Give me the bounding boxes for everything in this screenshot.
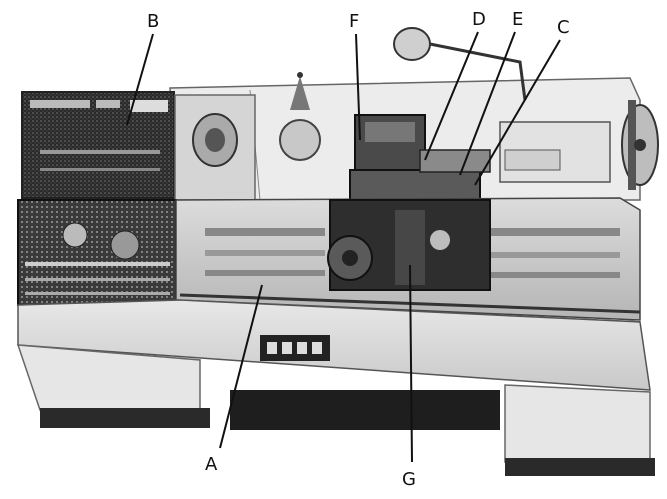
quick-change-gearbox	[17, 199, 177, 306]
leader-lines	[126, 31, 561, 463]
callout-B: B	[147, 11, 159, 32]
callout-G: G	[402, 469, 416, 490]
work-lamp	[393, 27, 527, 101]
leader-A	[219, 284, 263, 449]
leader-B	[126, 33, 154, 126]
leader-D	[424, 31, 479, 161]
leader-G	[409, 264, 413, 463]
callout-F: F	[349, 11, 359, 32]
leader-F	[355, 33, 361, 141]
headstock-control-panel	[21, 91, 175, 199]
callout-E: E	[512, 9, 523, 30]
callout-C: C	[557, 17, 570, 38]
callout-labels: B F D E C A G	[147, 9, 570, 490]
leader-C	[474, 39, 561, 186]
chip-tray	[230, 390, 500, 430]
leader-E	[459, 31, 516, 176]
apron	[327, 199, 491, 291]
spindle-chuck	[174, 72, 321, 201]
cabinet-base	[16, 299, 655, 476]
callout-A: A	[205, 454, 218, 475]
tailstock	[499, 100, 659, 190]
compound-rest	[349, 114, 491, 201]
callout-D: D	[472, 9, 486, 30]
